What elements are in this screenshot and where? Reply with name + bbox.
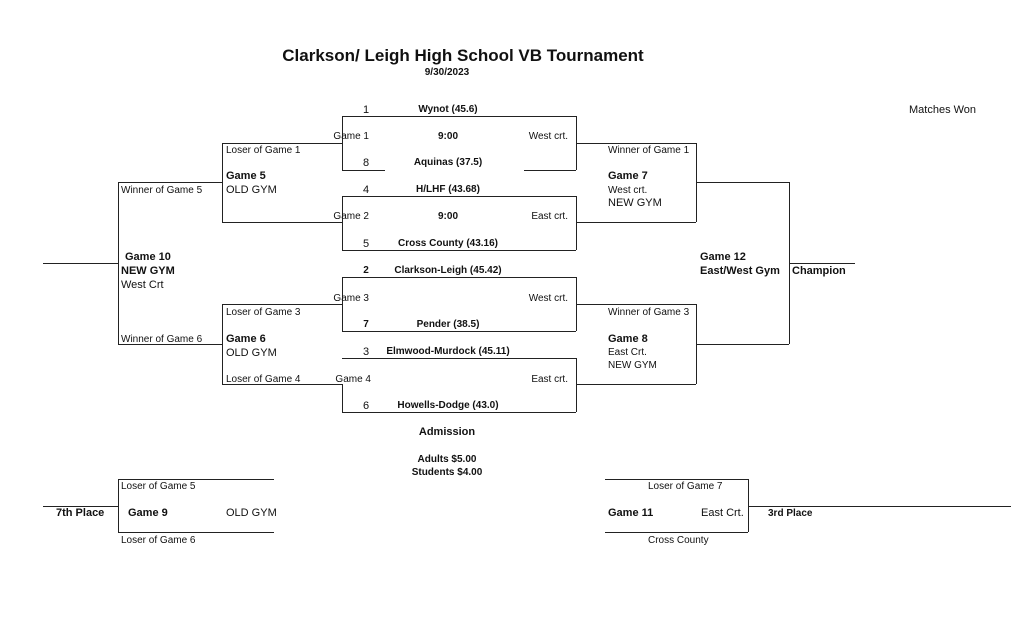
slot-label: Winner of Game 3 <box>608 307 690 318</box>
team-name: Pender (38.5) <box>416 319 480 330</box>
game-label: Game 1 <box>333 131 369 142</box>
court-label: East crt. <box>531 374 568 385</box>
slot-label: Loser of Game 6 <box>121 535 196 546</box>
venue-label: NEW GYM <box>121 265 175 277</box>
court-label: West crt. <box>528 293 568 304</box>
team-name: H/LHF (43.68) <box>416 184 480 195</box>
matches-won-label: Matches Won <box>909 104 977 116</box>
slot-label: Winner of Game 1 <box>608 145 690 156</box>
venue-label: East/West Gym <box>700 265 780 277</box>
game-label: Game 3 <box>333 293 369 304</box>
venue-label: OLD GYM <box>226 184 277 196</box>
venue-label: OLD GYM <box>226 347 277 359</box>
team-name: Wynot (45.6) <box>418 104 478 115</box>
placement-label: 7th Place <box>56 507 105 519</box>
game-label: Game 9 <box>128 507 168 519</box>
team-name: Elmwood-Murdock (45.11) <box>386 346 510 357</box>
court-label: West crt. <box>608 185 648 196</box>
slot-label: Loser of Game 3 <box>226 307 301 318</box>
game-label: Game 7 <box>608 170 648 182</box>
team-name: Clarkson-Leigh (45.42) <box>394 265 502 276</box>
venue-label: OLD GYM <box>226 507 277 519</box>
seed-number: 1 <box>362 104 370 116</box>
seed-number: 6 <box>362 400 370 412</box>
seed-number: 8 <box>362 157 370 169</box>
court-label: East crt. <box>531 211 568 222</box>
student-price: Students $4.00 <box>411 467 483 478</box>
game-label: Game 2 <box>333 211 369 222</box>
game-label: Game 8 <box>608 333 648 345</box>
page-title: Clarkson/ Leigh High School VB Tournamen… <box>282 46 644 65</box>
game-label: Game 10 <box>125 251 171 263</box>
venue-label: NEW GYM <box>608 360 657 371</box>
team-name: Aquinas (37.5) <box>413 157 483 168</box>
game-label: Game 6 <box>226 333 266 345</box>
slot-label: Loser of Game 1 <box>226 145 301 156</box>
court-label: West Crt <box>121 279 164 291</box>
venue-label: NEW GYM <box>608 197 662 209</box>
seed-number: 7 <box>363 319 369 330</box>
game-label: Game 12 <box>700 251 746 263</box>
game-label: Game 5 <box>226 170 266 182</box>
game-time: 9:00 <box>437 211 459 222</box>
slot-label: Loser of Game 7 <box>648 481 723 492</box>
slot-label: Loser of Game 4 <box>226 374 301 385</box>
seed-number: 4 <box>362 184 370 196</box>
champion-label: Champion <box>792 265 846 277</box>
slot-label: Loser of Game 5 <box>121 481 196 492</box>
game-time: 9:00 <box>437 131 459 142</box>
placement-label: 3rd Place <box>768 508 813 519</box>
tournament-date: 9/30/2023 <box>424 67 470 78</box>
game-label: Game 4 <box>335 374 371 385</box>
court-label: East Crt. <box>608 347 647 358</box>
team-name: Cross County (43.16) <box>397 238 499 249</box>
slot-label: Cross County <box>648 535 709 546</box>
admission-title: Admission <box>418 426 476 438</box>
court-label: West crt. <box>528 131 568 142</box>
court-label: East Crt. <box>701 507 744 519</box>
adult-price: Adults $5.00 <box>417 454 477 465</box>
seed-number: 5 <box>362 238 370 250</box>
game-label: Game 11 <box>608 507 654 519</box>
seed-number: 2 <box>363 265 369 276</box>
seed-number: 3 <box>362 346 370 358</box>
slot-label: Winner of Game 6 <box>121 334 203 345</box>
team-name: Howells-Dodge (43.0) <box>397 400 499 411</box>
slot-label: Winner of Game 5 <box>121 185 203 196</box>
